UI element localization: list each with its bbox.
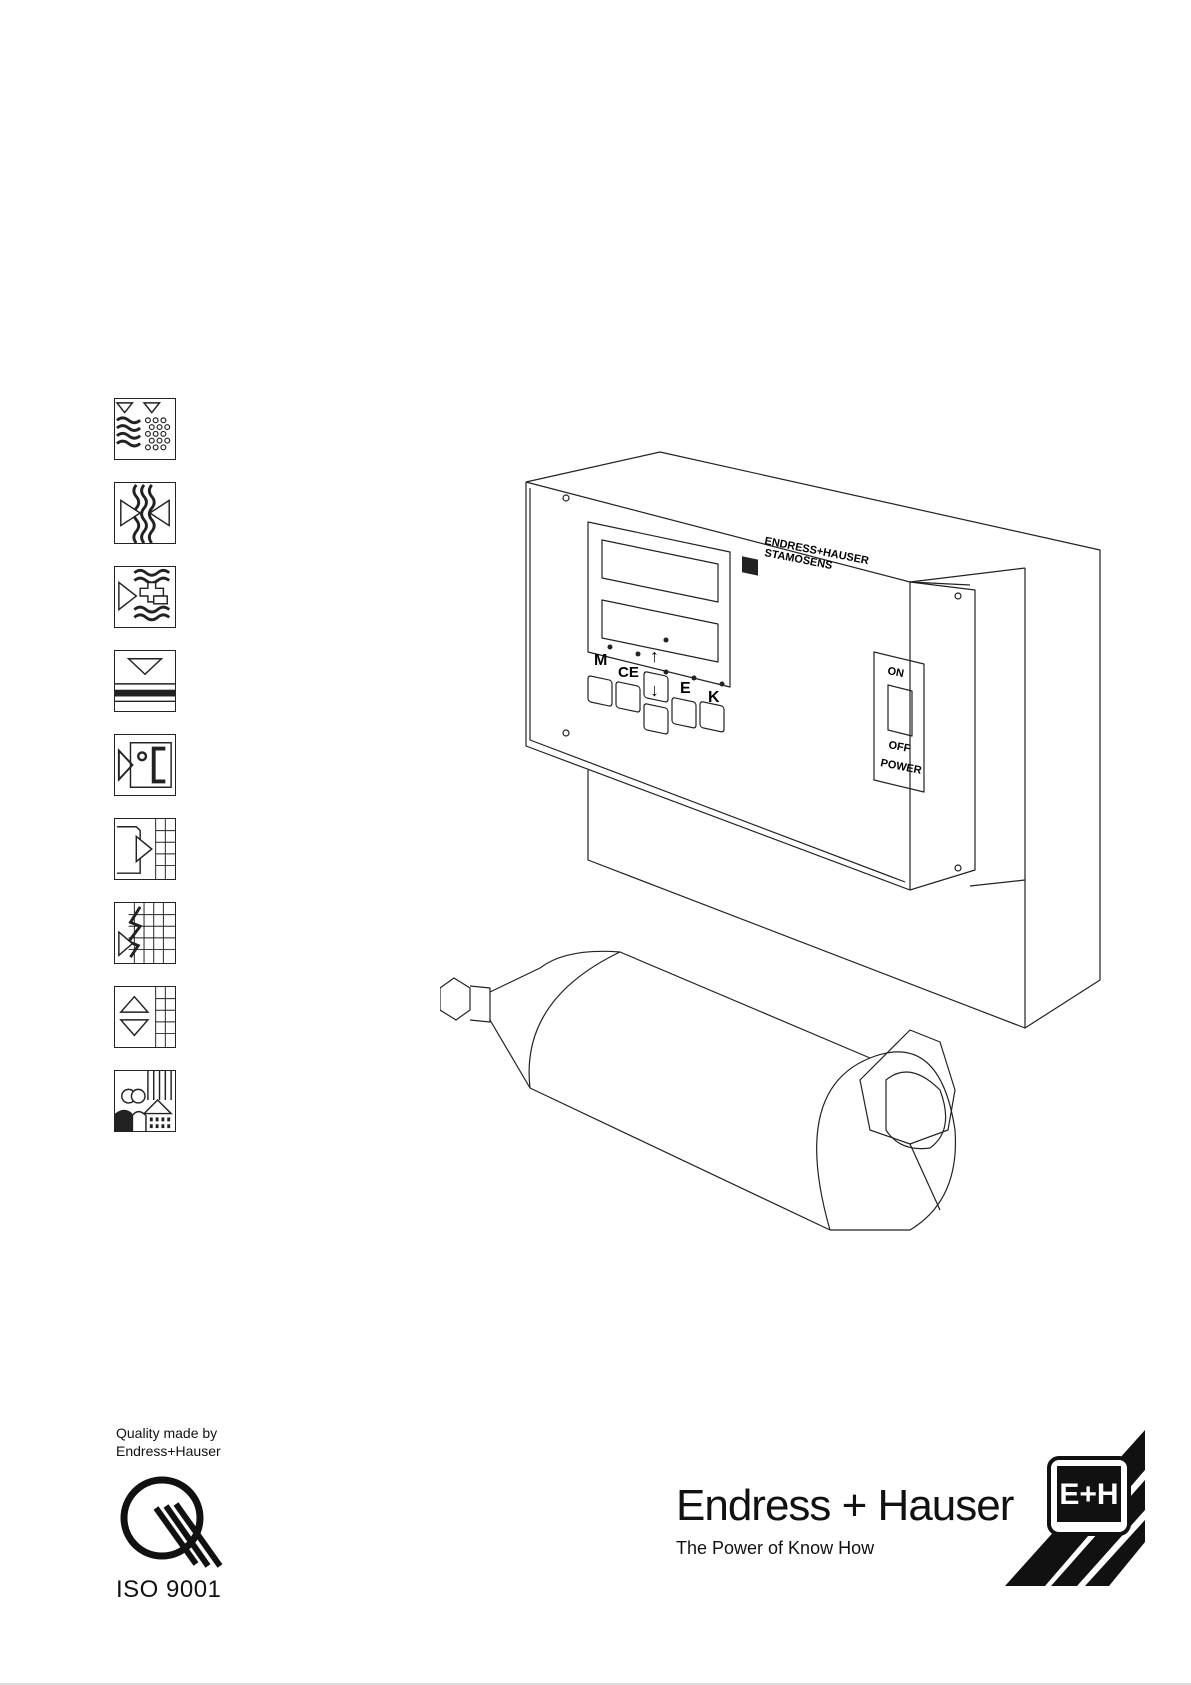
- power-off-label: OFF: [887, 739, 911, 755]
- eh-logo: E+H: [1005, 1430, 1145, 1586]
- recorder-icon: [114, 818, 176, 880]
- brand-name: Endress + Hauser: [676, 1482, 1013, 1530]
- power-label: POWER: [879, 757, 922, 777]
- level-icon: [114, 398, 176, 460]
- key-m: M: [594, 652, 607, 669]
- key-up: ↑: [650, 646, 659, 666]
- eh-logo-text: E+H: [1059, 1478, 1118, 1511]
- flow-icon: [114, 482, 176, 544]
- interface-icon: [114, 650, 176, 712]
- data-icon: [114, 902, 176, 964]
- icon-column: [114, 398, 178, 1154]
- key-e: E: [680, 680, 691, 697]
- quality-line1: Quality made by: [116, 1424, 266, 1442]
- temperature-icon: [114, 734, 176, 796]
- device-illustration: ENDRESS+HAUSER STAMOSENS M CE ↑ ↓ E K ON…: [440, 440, 1120, 1300]
- key-k: K: [708, 689, 720, 706]
- key-ce: CE: [618, 664, 639, 681]
- quality-line2: Endress+Hauser: [116, 1442, 266, 1460]
- analysis-icon: [114, 566, 176, 628]
- brand-tagline: The Power of Know How: [676, 1538, 1013, 1559]
- service-icon: [114, 1070, 176, 1132]
- brand-block: Endress + Hauser The Power of Know How: [676, 1482, 1013, 1559]
- iso-label: ISO 9001: [116, 1576, 266, 1604]
- power-on-label: ON: [886, 665, 905, 680]
- quality-block: Quality made by Endress+Hauser ISO 9001: [116, 1424, 266, 1604]
- limit-switch-icon: [114, 986, 176, 1048]
- quality-q-icon: [116, 1472, 226, 1572]
- key-down: ↓: [650, 680, 659, 700]
